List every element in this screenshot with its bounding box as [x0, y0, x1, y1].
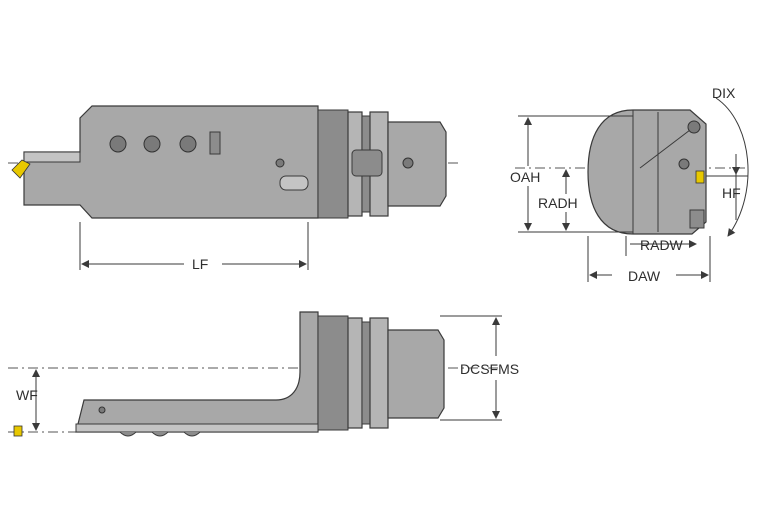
coolant-hole: [275, 158, 285, 168]
screw-icon: [179, 135, 197, 153]
bottom-view: WF DCSFMS: [8, 311, 519, 437]
screw-icon: [687, 120, 701, 134]
dix-label: DIX: [712, 85, 736, 101]
collar-groove: [361, 321, 371, 425]
cutting-insert: [695, 170, 705, 184]
cutting-insert: [13, 425, 23, 437]
top-view: LF: [8, 105, 462, 272]
radw-label: RADW: [640, 237, 684, 253]
end-slot: [689, 209, 705, 229]
bottom-view-body: [75, 311, 319, 433]
collar-slot: [351, 149, 383, 177]
collar-ring-2: [369, 317, 389, 429]
bar-face: [23, 151, 81, 163]
wf-label: WF: [16, 387, 38, 403]
cutting-insert: [11, 159, 31, 179]
shank: [387, 121, 447, 207]
oah-label: OAH: [510, 169, 540, 185]
shank-hole: [402, 157, 414, 169]
bar-bumps: [119, 431, 201, 437]
coolant-hole: [98, 406, 106, 414]
body-pocket: [279, 175, 309, 191]
lf-label: LF: [192, 256, 208, 272]
screw-icon: [109, 135, 127, 153]
dcsfms-label: DCSFMS: [460, 361, 519, 377]
collar-ring-1: [347, 317, 363, 429]
end-view: OAH RADH RADW DAW HF DIX: [510, 85, 749, 284]
end-view-body: [587, 109, 707, 235]
radh-label: RADH: [538, 195, 578, 211]
screw-icon: [143, 135, 161, 153]
screw-icon: [678, 158, 690, 170]
hf-label: HF: [722, 185, 741, 201]
bar-underside: [75, 423, 319, 433]
shank: [387, 329, 445, 419]
flange: [317, 315, 349, 431]
flange: [317, 109, 349, 219]
body-slot: [209, 131, 221, 155]
daw-label: DAW: [628, 268, 661, 284]
